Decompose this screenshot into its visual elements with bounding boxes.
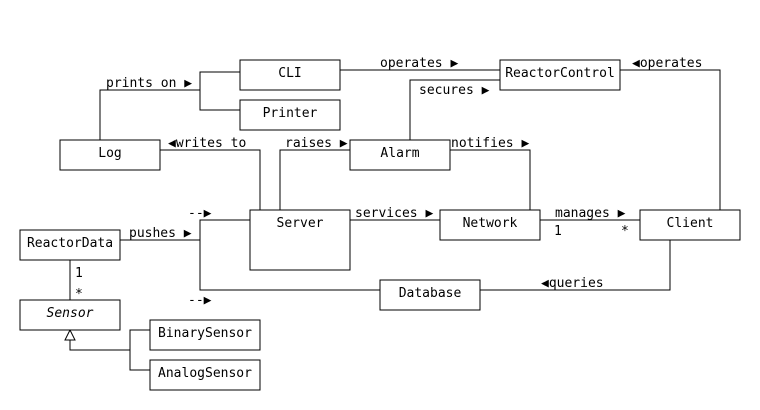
node-reactor-data-label: ReactorData bbox=[27, 236, 113, 251]
node-cli[interactable]: CLI bbox=[239, 59, 341, 91]
label-operates-cli: operates ▶ bbox=[380, 56, 458, 71]
edge-prints-on-printer bbox=[199, 90, 240, 111]
label-queries: ◀queries bbox=[541, 276, 604, 291]
edge-pushes-database bbox=[199, 240, 380, 291]
node-analog-sensor[interactable]: AnalogSensor bbox=[149, 359, 261, 391]
mult-reactordata-bottom: * bbox=[75, 287, 83, 302]
node-log-label: Log bbox=[98, 146, 121, 161]
node-binary-sensor[interactable]: BinarySensor bbox=[149, 319, 261, 351]
node-network[interactable]: Network bbox=[439, 209, 541, 241]
label-manages: manages ▶ bbox=[555, 206, 626, 221]
mult-network-left: 1 bbox=[554, 224, 562, 239]
label-services: services ▶ bbox=[355, 206, 433, 221]
node-client-label: Client bbox=[667, 216, 714, 231]
node-database[interactable]: Database bbox=[379, 279, 481, 311]
node-reactor-control-label: ReactorControl bbox=[505, 66, 615, 81]
label-dash-top: --▶ bbox=[188, 206, 212, 221]
edge-writes-to bbox=[160, 149, 261, 210]
node-server[interactable]: Server bbox=[249, 209, 351, 271]
label-pushes: pushes ▶ bbox=[129, 226, 192, 241]
edge-secures bbox=[409, 79, 500, 140]
node-alarm[interactable]: Alarm bbox=[349, 139, 451, 171]
node-reactor-control[interactable]: ReactorControl bbox=[499, 59, 621, 91]
mult-reactordata-top: 1 bbox=[75, 266, 83, 281]
node-alarm-label: Alarm bbox=[380, 146, 419, 161]
mult-network-right: * bbox=[621, 224, 629, 239]
label-prints-on: prints on ▶ bbox=[106, 76, 192, 91]
node-analog-sensor-label: AnalogSensor bbox=[158, 366, 252, 381]
edge-notifies bbox=[450, 149, 531, 210]
node-cli-label: CLI bbox=[278, 66, 301, 81]
node-client[interactable]: Client bbox=[639, 209, 741, 241]
label-notifies: notifies ▶ bbox=[451, 136, 529, 151]
edge-pushes-server bbox=[199, 219, 250, 290]
label-dash-bottom: --▶ bbox=[188, 293, 212, 308]
node-printer-label: Printer bbox=[263, 106, 318, 121]
inheritance-triangle bbox=[64, 328, 76, 341]
edge-inherit-binary bbox=[129, 329, 150, 350]
node-server-label: Server bbox=[277, 216, 324, 231]
node-binary-sensor-label: BinarySensor bbox=[158, 326, 252, 341]
node-sensor[interactable]: Sensor bbox=[19, 299, 121, 331]
label-writes-to: ◀writes to bbox=[168, 136, 246, 151]
edge-raises bbox=[279, 149, 350, 210]
node-printer[interactable]: Printer bbox=[239, 99, 341, 131]
label-raises: raises ▶ bbox=[285, 136, 348, 151]
node-network-label: Network bbox=[463, 216, 518, 231]
node-database-label: Database bbox=[399, 286, 462, 301]
edge-operates-client bbox=[620, 69, 721, 210]
edge-prints-on bbox=[99, 89, 200, 140]
edge-prints-on-cli bbox=[199, 71, 240, 110]
edge-queries bbox=[480, 240, 671, 291]
label-operates-client: ◀operates bbox=[632, 56, 702, 71]
node-sensor-label: Sensor bbox=[47, 306, 94, 321]
node-log[interactable]: Log bbox=[59, 139, 161, 171]
label-secures: secures ▶ bbox=[419, 83, 490, 98]
node-reactor-data[interactable]: ReactorData bbox=[19, 229, 121, 261]
edge-inherit-analog bbox=[69, 337, 150, 371]
